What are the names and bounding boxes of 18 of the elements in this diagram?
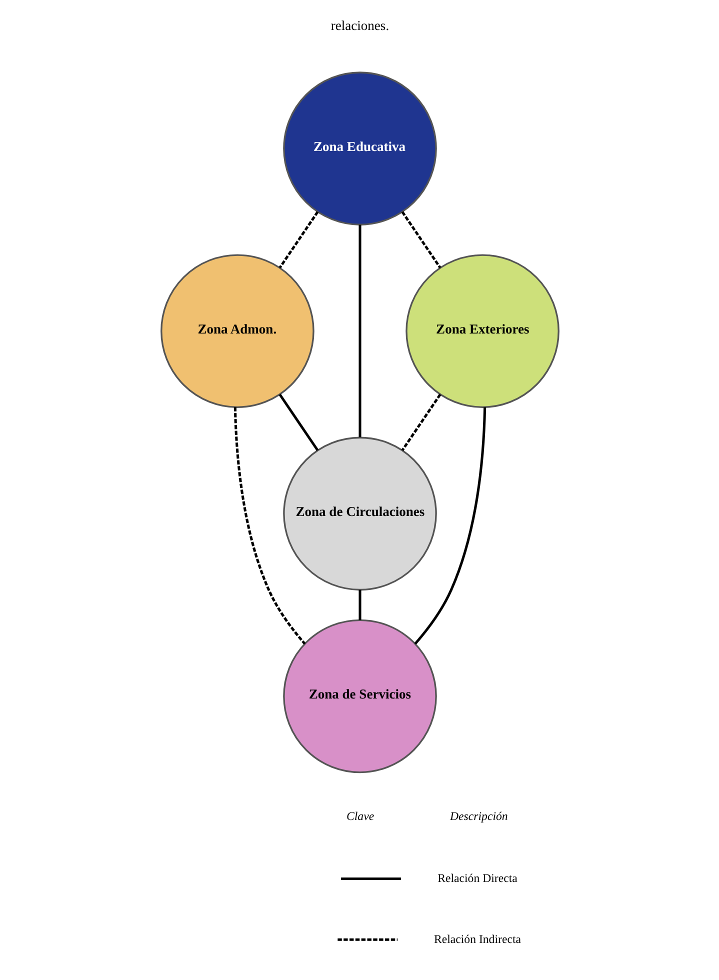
connector <box>233 407 306 645</box>
node-circle: Zona Exteriores <box>405 254 559 408</box>
connector <box>400 211 441 268</box>
label: Descripción <box>450 809 508 824</box>
label: relaciones. <box>330 18 389 34</box>
connector <box>358 590 361 620</box>
node-circle: Zona Educativa <box>282 72 436 226</box>
legend-label: Relación Indirecta <box>433 932 520 946</box>
label: Clave <box>346 809 374 824</box>
legend-label: Relación Directa <box>437 870 517 885</box>
node-circle: Zona de Circulaciones <box>282 436 436 591</box>
connector <box>278 394 318 452</box>
connector <box>278 211 318 268</box>
connector <box>414 407 486 645</box>
connector <box>358 224 361 438</box>
node-circle: Zona Admon. <box>160 254 314 408</box>
node-circle: Zona de Servicios <box>282 619 436 774</box>
connector <box>400 394 441 452</box>
